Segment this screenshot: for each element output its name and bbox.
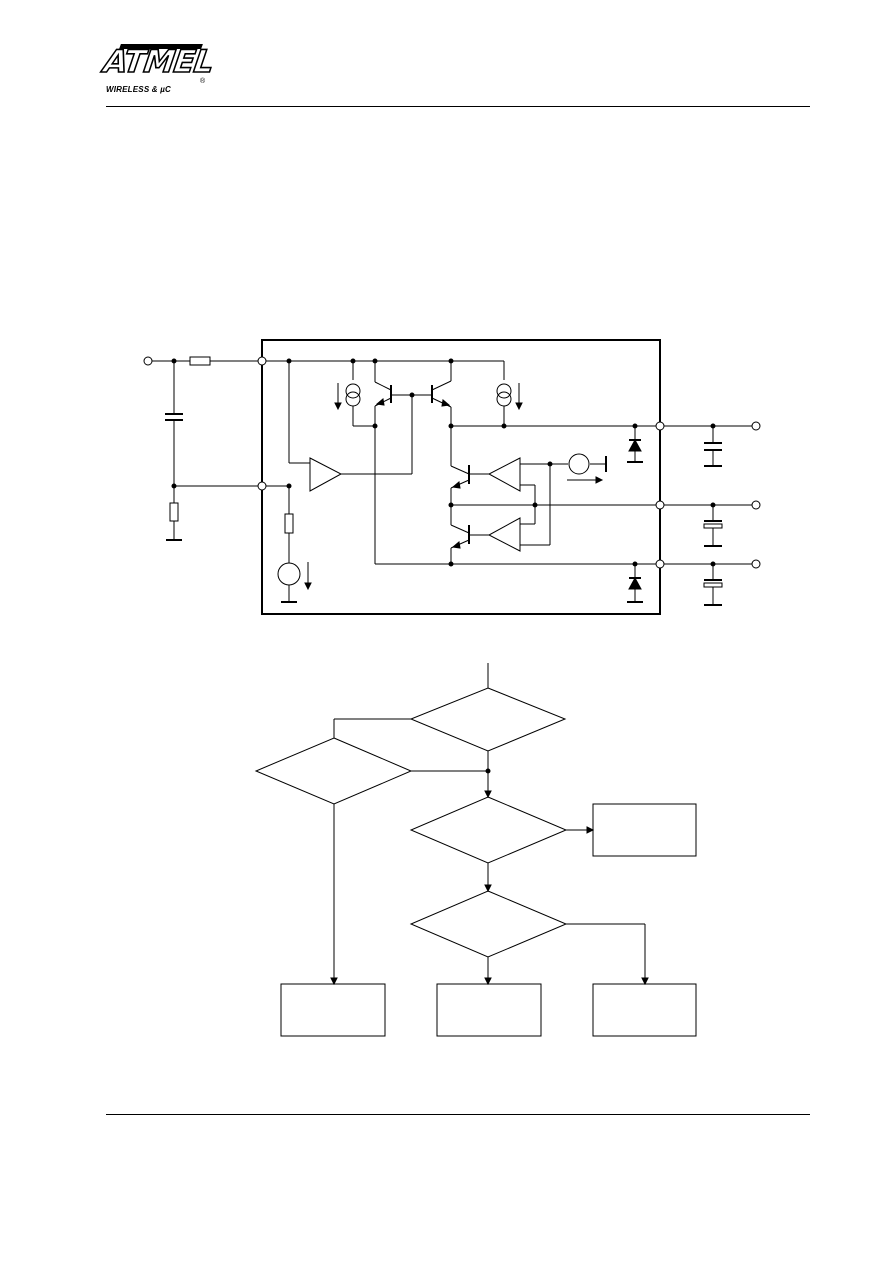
reference-source (568, 453, 590, 475)
process-box-left (280, 983, 386, 1037)
process-box-right-top (592, 803, 697, 857)
current-source-right (496, 383, 512, 399)
decision-flowchart (254, 663, 697, 1037)
terminal-out2 (751, 500, 761, 510)
block-circuit-diagram (143, 339, 761, 615)
decision-3 (409, 796, 568, 864)
logo-registered-mark: ® (200, 78, 206, 85)
driver-amp-upper (487, 457, 521, 492)
decision-2 (254, 737, 413, 805)
comparator (309, 457, 343, 492)
footer-rule (106, 1114, 810, 1115)
terminal-out3 (751, 559, 761, 569)
header-rule (106, 106, 810, 107)
logo-tagline: WIRELESS & µC (106, 85, 171, 94)
atmel-logo: ATMEL WIRELESS & µC ® (101, 42, 217, 102)
process-box-middle (436, 983, 542, 1037)
decision-1 (409, 687, 567, 752)
ic-package-outline (261, 339, 661, 615)
terminal-out1 (751, 421, 761, 431)
current-source-left (345, 383, 361, 399)
decision-4 (409, 890, 568, 958)
process-box-right (592, 983, 697, 1037)
driver-amp-lower (487, 517, 521, 552)
